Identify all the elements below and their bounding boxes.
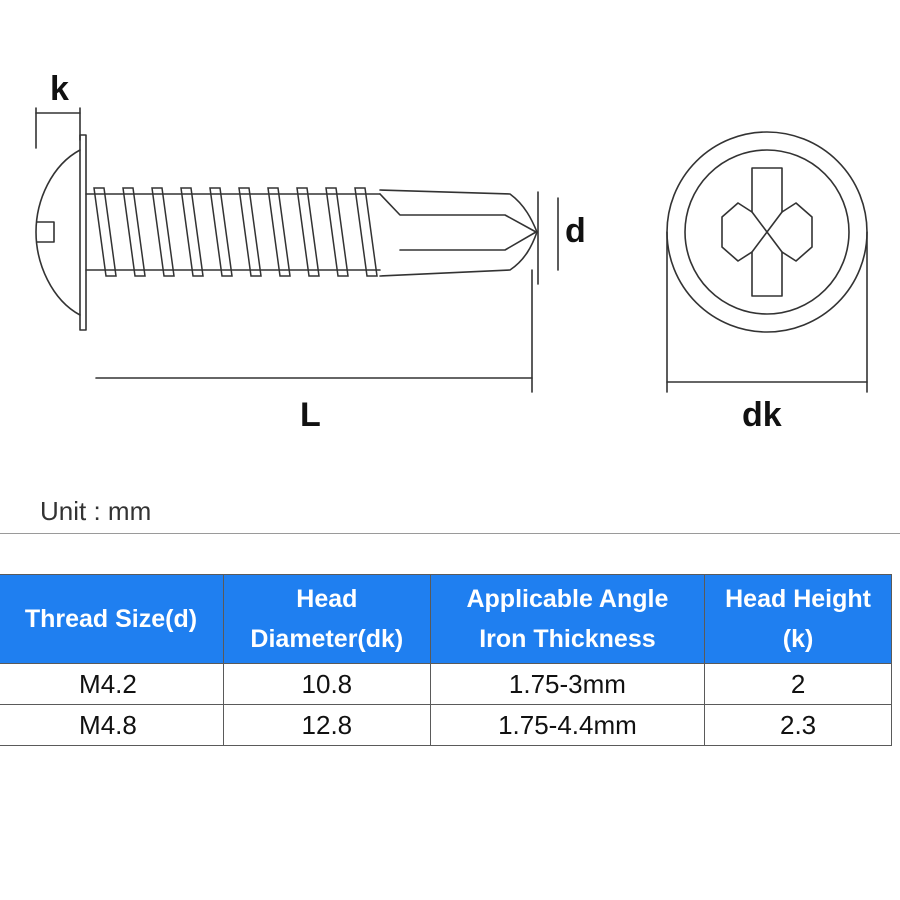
head-flange <box>79 134 87 331</box>
cell-thickness: 1.75-3mm <box>429 663 706 705</box>
cell-thread-size: M4.8 <box>0 704 224 746</box>
thread-crest <box>209 187 233 277</box>
unit-note: Unit : mm <box>40 496 152 526</box>
header-applicable-thickness: Applicable Angle Iron Thickness <box>429 574 706 664</box>
thread-crest <box>151 187 175 277</box>
thread-crest <box>122 187 146 277</box>
thread-crest <box>238 187 262 277</box>
header-thread-size: Thread Size(d) <box>0 574 224 664</box>
cell-head-height: 2 <box>704 663 892 705</box>
drill-point <box>379 189 538 277</box>
L-label: L <box>300 396 321 434</box>
thread-crest <box>267 187 291 277</box>
phillips-recess <box>721 167 813 297</box>
phillips-recess-inner <box>751 211 783 253</box>
divider <box>0 533 900 534</box>
cell-thread-size: M4.2 <box>0 663 224 705</box>
screw-drawing <box>35 107 868 393</box>
drill-flute-lower <box>399 231 537 251</box>
thread-crest <box>354 187 378 277</box>
table-header-row: Thread Size(d) Head Diameter(dk) Applica… <box>0 574 892 664</box>
head-dome <box>35 149 81 316</box>
d-label: d <box>565 212 586 250</box>
cell-thickness: 1.75-4.4mm <box>429 704 706 746</box>
table-row: M4.2 10.8 1.75-3mm 2 <box>0 663 892 705</box>
screw-diagram: k d L dk <box>35 70 868 434</box>
dk-label: dk <box>742 396 782 434</box>
thread-group <box>93 187 378 277</box>
cell-head-diameter: 12.8 <box>222 704 431 746</box>
cell-head-height: 2.3 <box>704 704 892 746</box>
k-label: k <box>50 70 69 108</box>
thread-crest <box>93 187 117 277</box>
thread-crest <box>180 187 204 277</box>
header-head-height: Head Height (k) <box>704 574 892 664</box>
header-head-diameter: Head Diameter(dk) <box>222 574 431 664</box>
drill-flute-upper <box>379 193 537 233</box>
thread-crest <box>325 187 349 277</box>
head-slot <box>36 221 55 243</box>
cell-head-diameter: 10.8 <box>222 663 431 705</box>
thread-crest <box>296 187 320 277</box>
head-inner-circle <box>684 149 850 315</box>
table-row: M4.8 12.8 1.75-4.4mm 2.3 <box>0 704 892 746</box>
spec-table: Thread Size(d) Head Diameter(dk) Applica… <box>0 574 892 746</box>
